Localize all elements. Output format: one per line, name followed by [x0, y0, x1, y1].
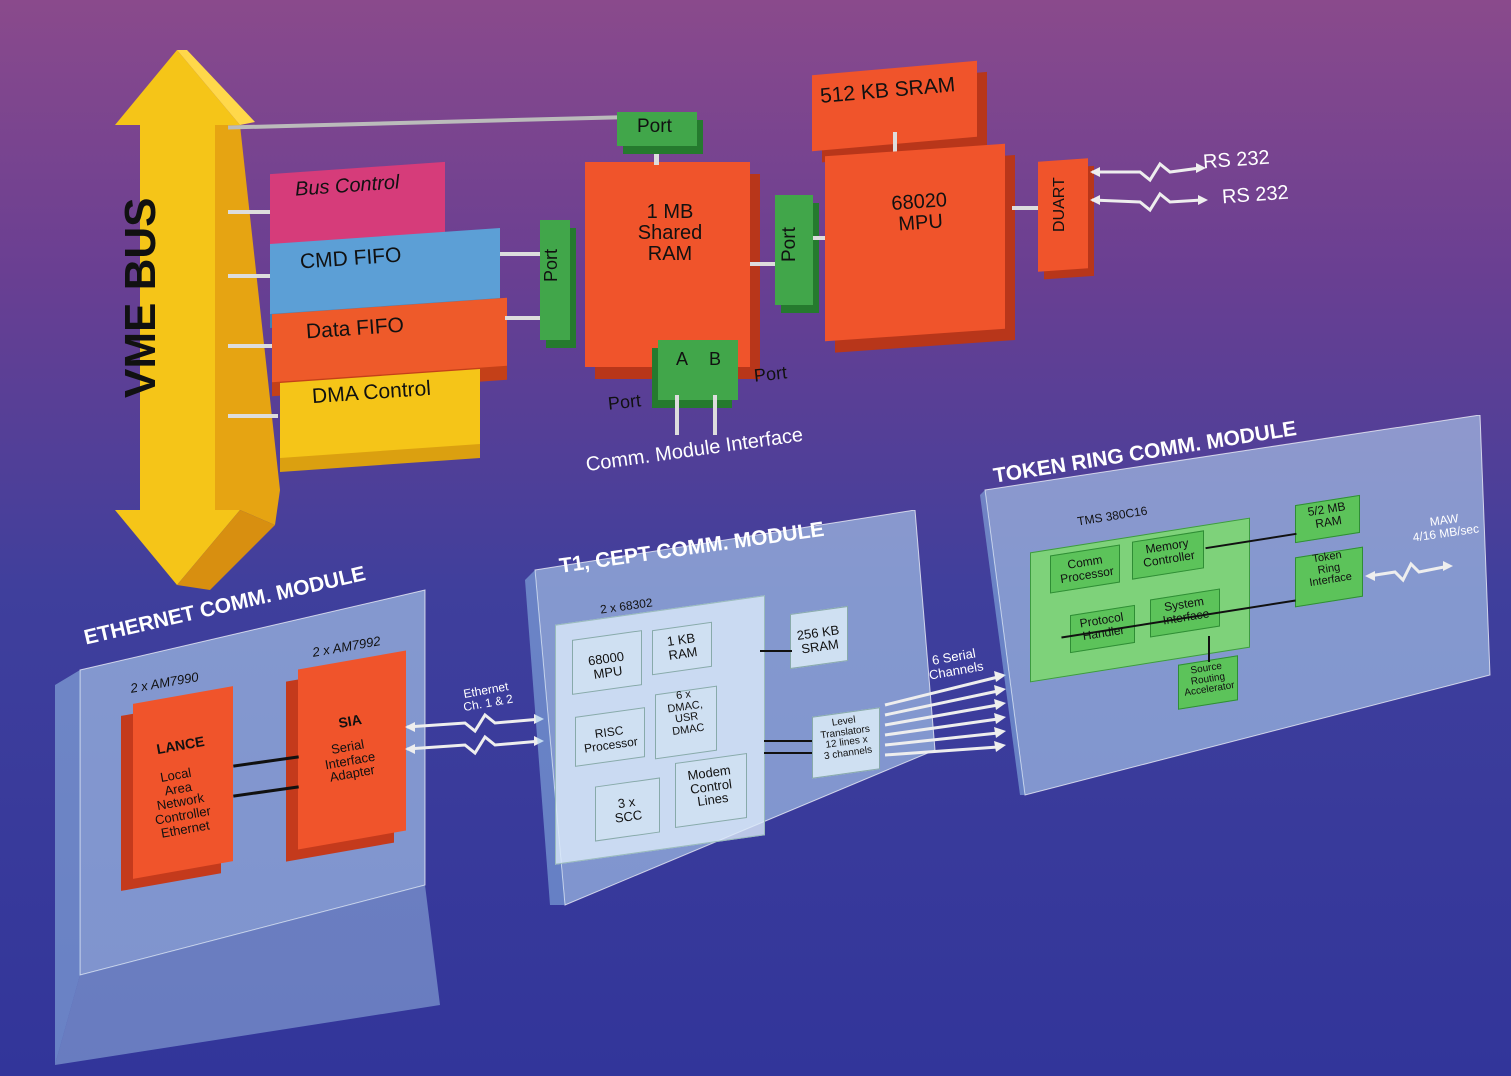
port-left-label: Port [541, 248, 561, 282]
port-top-wire [654, 143, 659, 165]
port-a-pin [675, 395, 679, 435]
port-top-block [617, 112, 697, 146]
comm-interface-label: Comm. Module Interface [584, 423, 805, 477]
vme-bus-arrow [115, 50, 280, 590]
fifo-wire-2 [505, 316, 545, 320]
rs232-label-1: RS 232 [1202, 146, 1271, 174]
vme-bus-label: VME BUS [116, 197, 165, 398]
shared-ram-label: 1 MB Shared RAM [637, 201, 703, 265]
mpu-duart-wire [1012, 206, 1042, 210]
bus-wire-1 [228, 210, 278, 214]
mpu-label: 68020 MPU [890, 189, 948, 236]
t1-dmac-label: 6 x DMAC, USR DMAC [666, 688, 706, 738]
t1-level-wire-2 [764, 752, 812, 754]
t1-sram-wire [760, 650, 792, 652]
ethernet-module-box [55, 589, 440, 1065]
serial-channel-arrows [884, 671, 1006, 757]
rs232-label-2: RS 232 [1221, 181, 1290, 209]
bus-wire-top [228, 114, 648, 130]
fifo-wire-1 [500, 252, 545, 256]
port-b-label: B [709, 349, 722, 369]
port-left-block [540, 220, 570, 340]
ethernet-channel-arrows [405, 712, 544, 756]
port-b-pin [713, 395, 717, 435]
port-right-label: Port [779, 227, 800, 262]
port-right-block [775, 195, 813, 305]
port-ab-block [658, 340, 738, 400]
bus-wire-2 [228, 274, 278, 278]
lance-desc: Local Area Network Controller Ethernet [153, 764, 212, 841]
port-a-label: A [676, 349, 689, 369]
shared-ram-block [585, 162, 750, 367]
bus-wire-3 [228, 344, 278, 348]
rs232-arrows [1090, 161, 1208, 213]
sram-mpu-wire [893, 132, 897, 162]
bus-wire-4 [228, 414, 278, 418]
port-b-side-label: Port [752, 362, 788, 386]
maw-arrow [1365, 561, 1453, 583]
port-a-side-label: Port [606, 390, 642, 414]
mpu-block [825, 143, 1005, 342]
ram-port-wire [750, 262, 780, 266]
port-top-label: Port [637, 116, 672, 137]
t1-level-wire-1 [764, 740, 812, 742]
duart-label: DUART [1051, 177, 1068, 232]
token-src-wire [1208, 636, 1210, 662]
